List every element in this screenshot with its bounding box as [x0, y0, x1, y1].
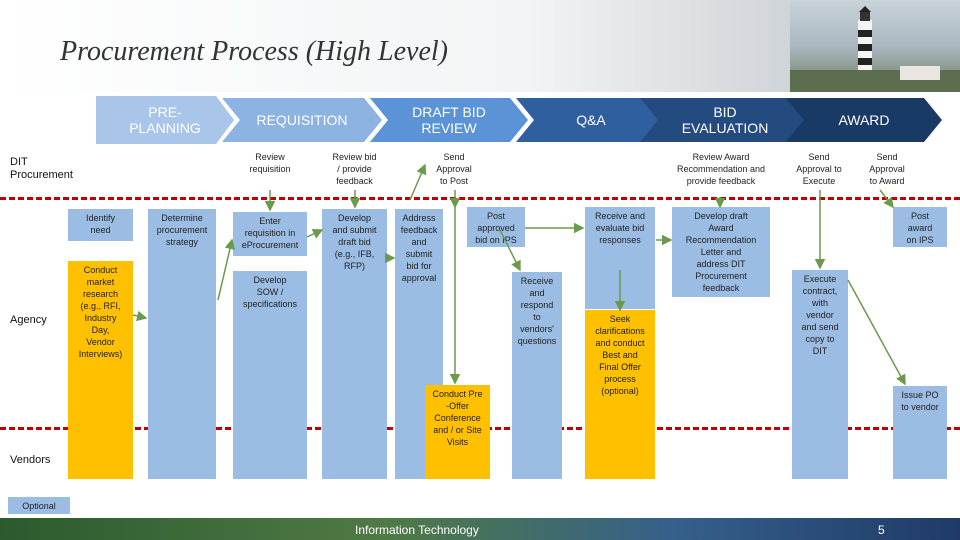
lighthouse-image: [790, 0, 960, 92]
step-review-requisition: Review requisition: [249, 152, 291, 174]
step-enter-requisition: Enter requisition in eProcurement: [233, 212, 307, 256]
step-issue-po: Issue PO to vendor: [893, 386, 947, 479]
footer-text: Information Technology: [355, 523, 479, 537]
step-send-approval-execute: Send Approval to Execute: [796, 152, 842, 186]
step-determine-strategy: Determine procurement strategy: [148, 209, 216, 479]
footer-bar: [0, 518, 960, 540]
step-receive-questions: Receive and respond to vendors' question…: [512, 272, 562, 479]
step-conduct-pre-offer: Conduct Pre -Offer Conference and / or S…: [425, 385, 490, 479]
step-develop-sow: Develop SOW / specifications: [233, 271, 307, 479]
phase-pre-planning: PRE- PLANNING: [96, 96, 234, 144]
step-review-award: Review Award Recommendation and provide …: [676, 152, 766, 186]
phase-requisition: REQUISITION: [222, 98, 382, 142]
step-send-approval-award: Send Approval to Award: [869, 152, 905, 186]
step-review-bid: Review bid / provide feedback: [332, 152, 377, 186]
page-number: 5: [878, 523, 885, 537]
lane-vendors: Vendors: [10, 454, 51, 466]
step-develop-draft-bid: Develop and submit draft bid (e.g., IFB,…: [322, 209, 387, 479]
step-execute-contract: Execute contract, with vendor and send c…: [792, 270, 848, 479]
lane-dit-procurement: DIT Procurement: [10, 156, 73, 181]
step-post-bid-ips: Post approved bid on IPS: [467, 207, 525, 247]
lane-agency: Agency: [10, 314, 47, 326]
step-conduct-market-research: Conduct market research (e.g., RFI, Indu…: [68, 261, 133, 479]
phase-qa: Q&A: [516, 98, 666, 142]
page-title: Procurement Process (High Level): [60, 36, 448, 67]
phase-award: AWARD: [786, 98, 942, 142]
step-identify-need: Identify need: [68, 209, 133, 241]
lane-divider-dit-agency: [0, 197, 960, 200]
step-send-approval-post: Send Approval to Post: [436, 152, 472, 186]
step-seek-clarifications: Seek clarifications and conduct Best and…: [585, 310, 655, 479]
legend-optional: Optional: [8, 497, 70, 514]
phase-bid-evaluation: BID EVALUATION: [640, 98, 810, 142]
step-develop-award: Develop draft Award Recommendation Lette…: [672, 207, 770, 297]
step-post-award-ips: Post award on IPS: [893, 207, 947, 247]
phase-draft-bid-review: DRAFT BID REVIEW: [370, 98, 528, 142]
